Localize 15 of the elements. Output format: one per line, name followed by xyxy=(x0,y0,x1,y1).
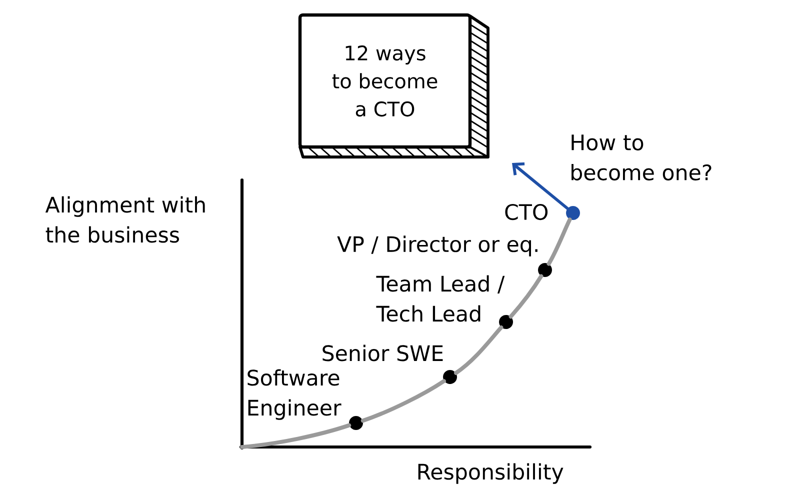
axis-label: Responsibility xyxy=(418,463,564,484)
edge-label: How to become one? xyxy=(568,133,714,182)
dot-label: Team Lead / Tech Lead xyxy=(376,275,505,322)
curve xyxy=(240,423,352,449)
curve xyxy=(454,325,504,375)
dot-label: VP / Director or eq. xyxy=(337,236,538,256)
dot-label: CTO xyxy=(505,204,548,220)
axis-label: Alignment with the business xyxy=(45,196,205,243)
curve xyxy=(508,274,544,319)
arrow xyxy=(512,162,569,210)
curve xyxy=(546,218,572,266)
3d-box: 12 ways to become a CTO xyxy=(298,13,490,158)
dot-label: Senior SWE xyxy=(322,344,443,362)
curve xyxy=(360,379,446,423)
dot-label: Software Engineer xyxy=(248,369,342,420)
